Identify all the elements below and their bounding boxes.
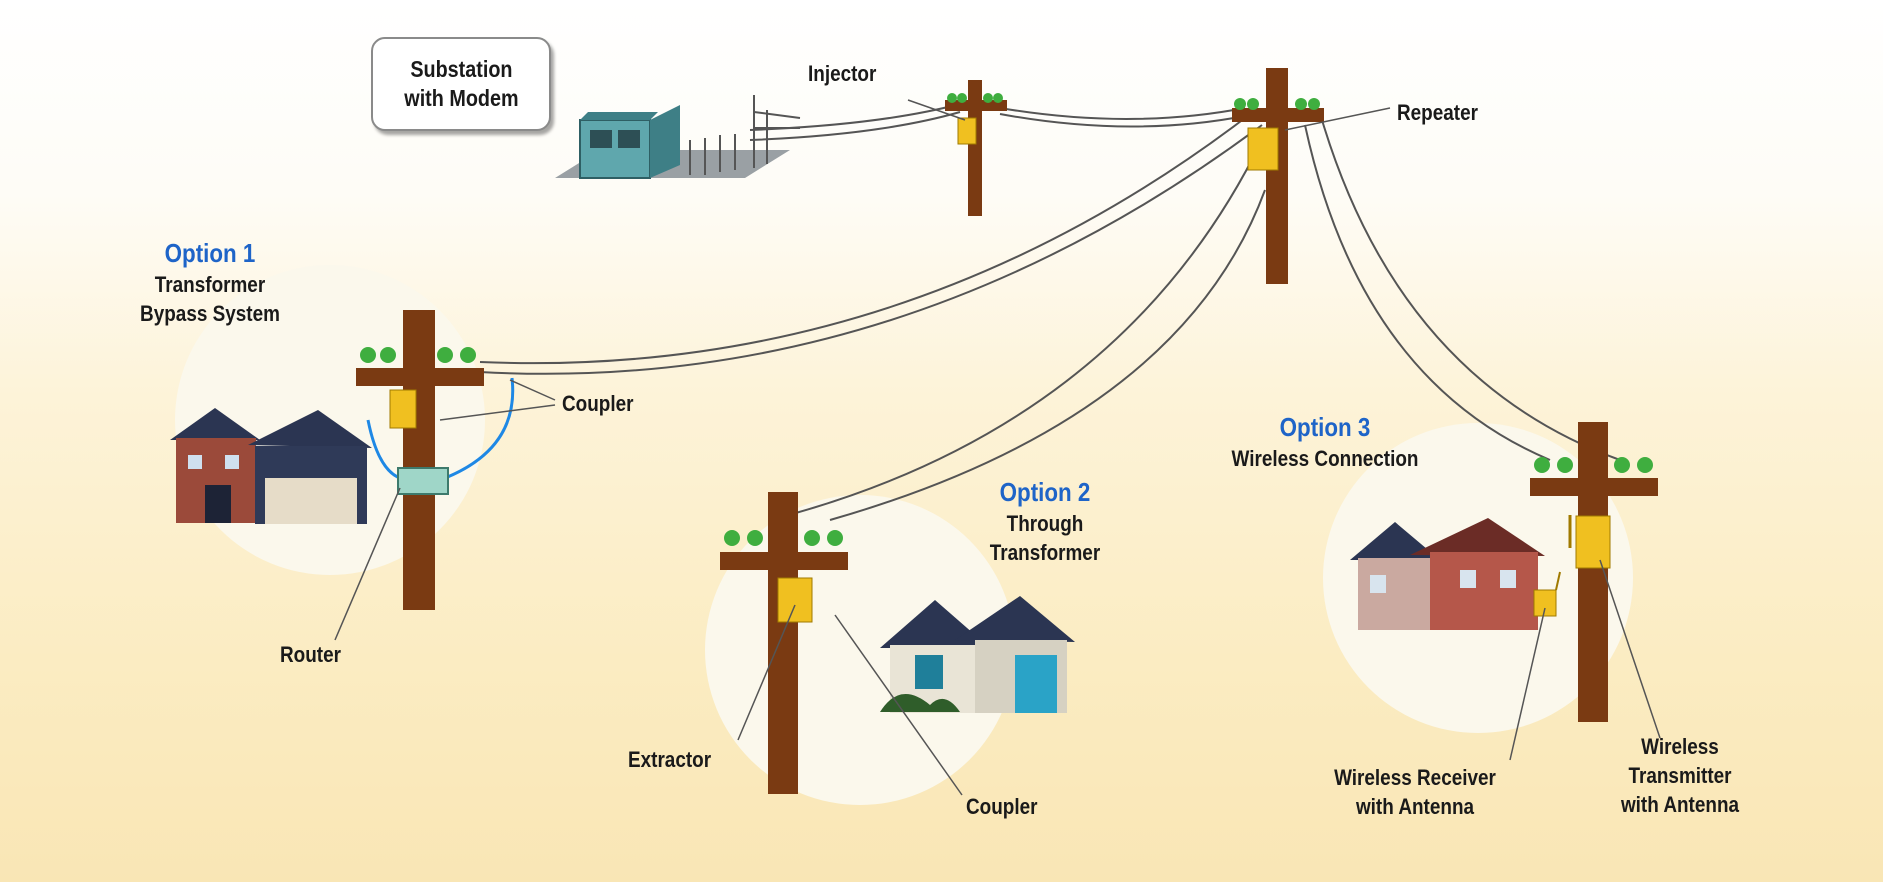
option2-line1: Through — [1006, 511, 1084, 536]
option1-line2: Bypass System — [140, 301, 280, 326]
repeater-device — [1247, 127, 1279, 171]
wireless-transmitter-label-line1: Wireless — [1641, 734, 1719, 759]
router-label: Router — [280, 642, 341, 667]
power-lines — [479, 103, 1621, 521]
option2-house-icon — [880, 596, 1075, 713]
option2-label: Option 2 Through Transformer — [959, 476, 1131, 567]
option3-title: Option 3 — [1279, 412, 1371, 442]
coupler-label-option1: Coupler — [562, 391, 634, 416]
option2-pole — [720, 492, 848, 794]
injector-device — [957, 117, 977, 145]
option2-transformer — [777, 577, 813, 623]
option3-house-icon — [1350, 518, 1561, 630]
option2-title: Option 2 — [999, 477, 1091, 507]
wireless-receiver-label: Wireless Receiver with Antenna — [1316, 763, 1514, 821]
option1-transformer — [389, 389, 417, 429]
repeater-pole — [1232, 68, 1324, 284]
wireless-transmitter-label-line3: with Antenna — [1620, 792, 1740, 817]
substation-icon — [555, 95, 801, 179]
option1-label: Option 1 Transformer Bypass System — [124, 237, 296, 328]
option2-line2: Transformer — [989, 540, 1101, 565]
option1-pole — [356, 310, 515, 610]
leader-lines — [334, 99, 1661, 796]
option1-line1: Transformer — [154, 272, 266, 297]
wireless-transmitter-label: Wireless Transmitter with Antenna — [1607, 732, 1753, 819]
wireless-receiver-label-line1: Wireless Receiver — [1334, 765, 1496, 790]
option3-label: Option 3 Wireless Connection — [1222, 411, 1428, 473]
wireless-transmitter-device — [1575, 515, 1611, 569]
wireless-receiver-label-line2: with Antenna — [1355, 794, 1475, 819]
router-device — [397, 467, 449, 495]
repeater-label: Repeater — [1397, 100, 1478, 125]
injector-pole — [945, 80, 1007, 216]
option3-pole — [1530, 422, 1658, 722]
substation-label-line1: Substation — [409, 56, 513, 82]
coupler-label-option2: Coupler — [966, 794, 1038, 819]
extractor-label: Extractor — [628, 747, 712, 772]
option3-line1: Wireless Connection — [1231, 446, 1419, 471]
substation-label-line2: with Modem — [403, 85, 519, 111]
wireless-transmitter-label-line2: Transmitter — [1628, 763, 1732, 788]
substation-label-box: Substation with Modem — [371, 37, 551, 131]
wireless-receiver-device — [1533, 589, 1557, 617]
injector-label: Injector — [808, 61, 877, 86]
option1-title: Option 1 — [164, 238, 256, 268]
option1-house-icon — [170, 408, 372, 524]
